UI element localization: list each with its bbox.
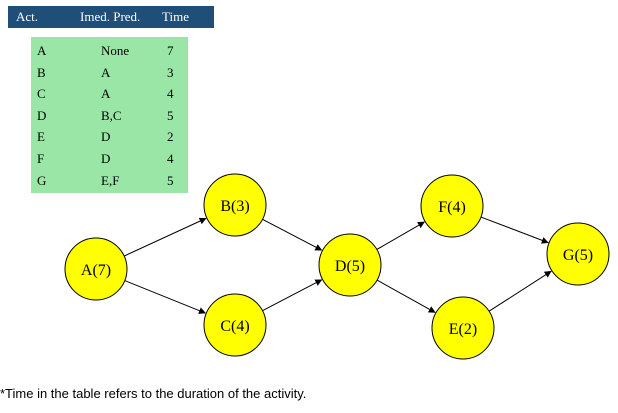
header-imed-pred: Imed. Pred. bbox=[80, 9, 141, 24]
cell-pred: E,F bbox=[101, 173, 120, 188]
edge-f-g bbox=[480, 216, 549, 244]
cell-act: B bbox=[37, 65, 46, 80]
table-row: F D 4 bbox=[31, 148, 188, 169]
node-label: A(7) bbox=[81, 262, 111, 279]
node-circle bbox=[420, 174, 484, 238]
cell-time: 4 bbox=[167, 86, 174, 101]
node-label: C(4) bbox=[220, 318, 249, 335]
node-label: D(5) bbox=[335, 258, 365, 275]
cell-pred: None bbox=[101, 43, 130, 58]
node-e: E(2) bbox=[431, 296, 495, 360]
node-label: F(4) bbox=[438, 199, 466, 216]
cell-time: 5 bbox=[167, 173, 174, 188]
table-header: Act. Imed. Pred. Time bbox=[8, 6, 214, 28]
node-label: B(3) bbox=[220, 198, 249, 215]
edge-b-d bbox=[262, 218, 323, 251]
edge-d-e bbox=[376, 279, 436, 313]
cell-time: 4 bbox=[167, 151, 174, 166]
node-circle bbox=[431, 296, 495, 360]
cell-time: 3 bbox=[167, 65, 174, 80]
node-d: D(5) bbox=[318, 233, 382, 297]
cell-act: G bbox=[37, 173, 47, 188]
node-circle bbox=[203, 173, 267, 237]
header-time: Time bbox=[162, 9, 189, 24]
node-g: G(5) bbox=[546, 222, 610, 286]
cell-act: D bbox=[37, 108, 47, 123]
activity-table: A None 7 B A 3 C A 4 D B,C 5 E D 2 F D 4… bbox=[31, 37, 188, 193]
cell-pred: A bbox=[101, 65, 111, 80]
node-label: E(2) bbox=[449, 321, 477, 338]
table-row: E D 2 bbox=[31, 126, 188, 147]
cell-act: C bbox=[37, 86, 46, 101]
cell-time: 7 bbox=[167, 43, 174, 58]
header-act: Act. bbox=[16, 9, 39, 24]
node-f: F(4) bbox=[420, 174, 484, 238]
node-circle bbox=[64, 237, 128, 301]
edge-a-c bbox=[124, 280, 206, 314]
edge-e-g bbox=[488, 270, 552, 312]
nodes-group: A(7) B(3) C(4) D(5) F(4) E(2) G(5) bbox=[64, 173, 610, 360]
cell-act: E bbox=[37, 129, 45, 144]
edge-a-b bbox=[123, 217, 207, 257]
cell-pred: A bbox=[101, 86, 111, 101]
table-row: C A 4 bbox=[31, 83, 188, 104]
node-circle bbox=[203, 293, 267, 357]
cell-act: F bbox=[37, 151, 45, 166]
cell-pred: B,C bbox=[101, 108, 122, 123]
node-b: B(3) bbox=[203, 173, 267, 237]
cell-act: A bbox=[37, 43, 47, 58]
node-c: C(4) bbox=[203, 293, 267, 357]
node-a: A(7) bbox=[64, 237, 128, 301]
node-circle bbox=[546, 222, 610, 286]
table-row: A None 7 bbox=[31, 40, 188, 61]
edge-c-d bbox=[262, 279, 323, 312]
node-label: G(5) bbox=[563, 247, 593, 264]
cell-pred: D bbox=[101, 151, 111, 166]
edge-d-f bbox=[376, 221, 425, 250]
footnote: *Time in the table refers to the duratio… bbox=[0, 386, 307, 401]
table-row: D B,C 5 bbox=[31, 105, 188, 126]
cell-time: 5 bbox=[167, 108, 174, 123]
table-row: G E,F 5 bbox=[31, 170, 188, 191]
table-row: B A 3 bbox=[31, 62, 188, 83]
edges-group bbox=[123, 216, 552, 314]
cell-pred: D bbox=[101, 129, 111, 144]
cell-time: 2 bbox=[167, 129, 174, 144]
node-circle bbox=[318, 233, 382, 297]
